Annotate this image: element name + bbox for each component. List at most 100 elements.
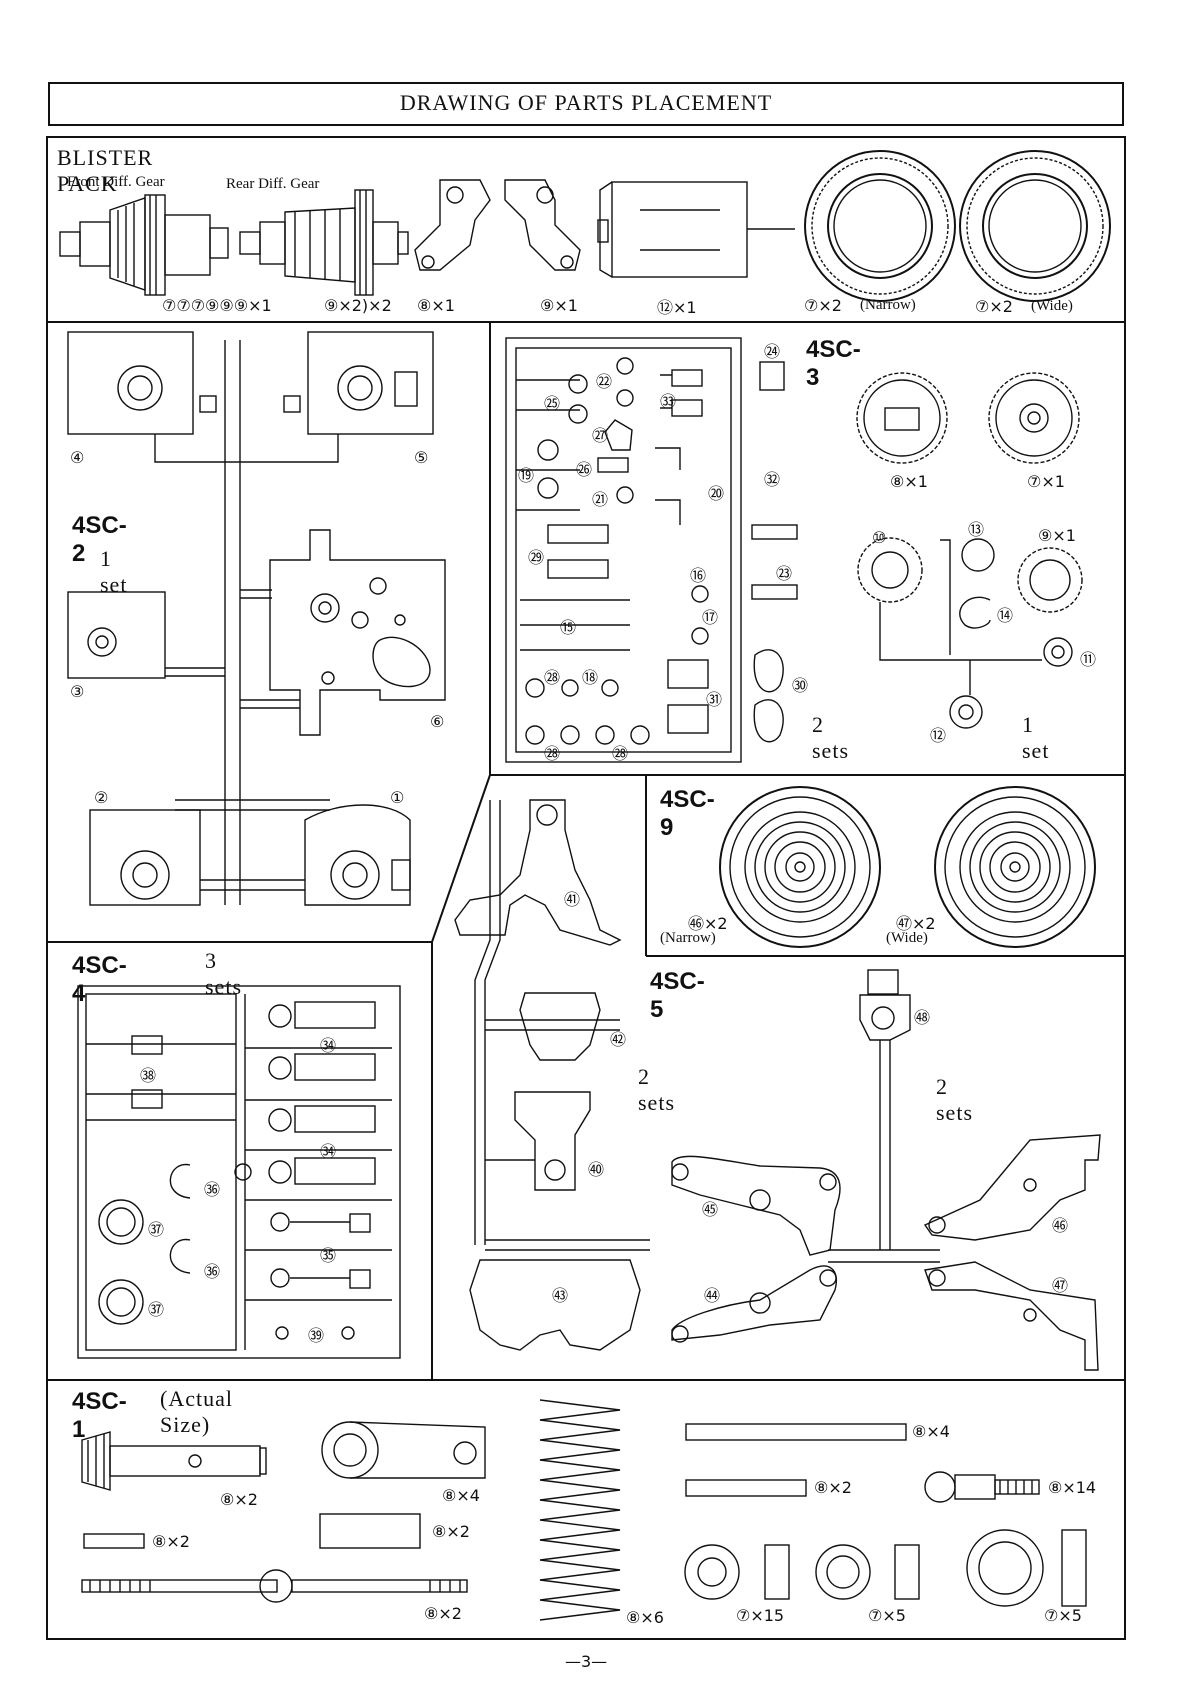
sc3-num-28b: ㉘ <box>544 744 561 763</box>
sc5-num-40: ㊵ <box>588 1160 605 1179</box>
sc2-num-4: ④ <box>70 448 85 467</box>
sc1-p87: ⑧×6 <box>626 1608 664 1627</box>
sc3-num-13: ⑬ <box>968 520 985 539</box>
sc3-num-23: ㉓ <box>776 564 793 583</box>
sc1-p78: ⑦×5 <box>1044 1606 1082 1625</box>
tire-74-drawing <box>959 150 1111 302</box>
sc3-num-33: ㉝ <box>660 392 677 411</box>
sc3-num-10: ⑩ <box>872 528 887 547</box>
sc5-num-43: ㊸ <box>552 1286 569 1305</box>
sc1-p84: ⑧×2 <box>814 1478 852 1497</box>
part-90-label: ⑨×1 <box>540 296 578 315</box>
sc2-num-2: ② <box>94 788 109 807</box>
page-number: —3— <box>565 1652 608 1671</box>
sc3-num-31: ㉛ <box>706 690 723 709</box>
sc1-p88: ⑧×14 <box>1048 1478 1097 1497</box>
sc3-num-18: ⑱ <box>582 668 599 687</box>
sc5-num-48: ㊽ <box>914 1008 931 1027</box>
knuckle-90-drawing <box>504 179 581 271</box>
sc5-num-41: ㊶ <box>564 890 581 909</box>
sc1-p79: ⑦×5 <box>868 1606 906 1625</box>
part-74-label: ⑦×2 <box>975 297 1013 316</box>
sc5-num-47: ㊼ <box>1052 1276 1069 1295</box>
sc3-sprue-drawing <box>505 337 1083 763</box>
sc3-num-27: ㉗ <box>592 426 609 445</box>
sc1-title: 4SC-1 <box>72 1388 127 1443</box>
sc3-num-28a: ㉘ <box>544 668 561 687</box>
sc4-sprue-drawing <box>77 985 401 1359</box>
sc4-num-34b: ㉞ <box>320 1142 337 1161</box>
sc9-p67-note: (Wide) <box>886 930 928 946</box>
sc3-num-28c: ㉘ <box>612 744 629 763</box>
sc4-num-36a: ㊱ <box>204 1180 221 1199</box>
sc5-num-45: ㊺ <box>702 1200 719 1219</box>
part-121-label: ⑫×1 <box>657 298 697 317</box>
sc3-p7: ⑦×1 <box>1027 472 1065 491</box>
blister-pack-title: BLISTER PACK <box>57 145 154 196</box>
knuckle-89-drawing <box>414 179 491 271</box>
sc1-p85: ⑧×4 <box>912 1422 950 1441</box>
sc1-p77: ⑦×15 <box>736 1606 785 1625</box>
sc2-num-3: ③ <box>70 682 85 701</box>
sc1-parts-drawing <box>81 1399 1087 1621</box>
part-89-label: ⑧×1 <box>417 296 455 315</box>
sc4-num-34a: ㉞ <box>320 1036 337 1055</box>
diff-parts-label-a: ⑦⑦⑦⑨⑨⑨×1 <box>162 296 272 315</box>
sc3-num-30: ㉚ <box>792 676 809 695</box>
parts-frame <box>46 136 1126 1640</box>
sc9-title: 4SC-9 <box>660 786 715 841</box>
blister-drawings <box>59 150 1111 302</box>
sc2-sets: 1 set <box>100 546 128 597</box>
sc3-num-11: ⑪ <box>1080 650 1097 669</box>
sc5-title: 4SC-5 <box>650 968 705 1023</box>
sc2-num-6: ⑥ <box>430 712 445 731</box>
sc4-num-38: ㊳ <box>140 1066 157 1085</box>
sc2-num-1: ① <box>390 788 405 807</box>
sc3-num-19: ⑲ <box>518 466 535 485</box>
sc1-p80: ⑧×2 <box>220 1490 258 1509</box>
sc3-sets-right: 1 set <box>1022 712 1050 763</box>
part-73-label: ⑦×2 <box>804 296 842 315</box>
sc3-title: 4SC-3 <box>806 336 861 391</box>
sc3-num-22: ㉒ <box>596 372 613 391</box>
rear-diff-label: Rear Diff. Gear <box>226 176 320 192</box>
sc9-p66: ㊻×2 <box>688 914 728 933</box>
sc2-title: 4SC-2 <box>72 512 127 567</box>
sc4-title: 4SC-4 <box>72 952 127 1007</box>
sc3-num-32: ㉜ <box>764 470 781 489</box>
sc4-num-36b: ㊱ <box>204 1262 221 1281</box>
sc3-p9: ⑨×1 <box>1038 526 1076 545</box>
sc3-num-25: ㉕ <box>544 394 561 413</box>
motor-121-drawing <box>597 181 795 278</box>
sc4-num-35: ㉟ <box>320 1246 337 1265</box>
sc3-p8: ⑧×1 <box>890 472 928 491</box>
sc2-sprue-drawing <box>67 331 446 906</box>
sc3-num-26: ㉖ <box>576 460 593 479</box>
sc9-p67: ㊼×2 <box>896 914 936 933</box>
sc9-wheels-drawing <box>719 786 1096 948</box>
sc3-num-12: ⑫ <box>930 726 947 745</box>
sc3-num-15: ⑮ <box>560 618 577 637</box>
sc3-num-14: ⑭ <box>997 606 1014 625</box>
sc5-sets-left: 2 sets <box>638 1064 675 1115</box>
sc1-p83: ⑧×2 <box>432 1522 470 1541</box>
wheel-66-drawing <box>719 786 881 948</box>
sc3-num-17: ⑰ <box>702 608 719 627</box>
sc4-num-37a: ㊲ <box>148 1220 165 1239</box>
sc4-num-37b: ㊲ <box>148 1300 165 1319</box>
sc5-num-46: ㊻ <box>1052 1216 1069 1235</box>
part-74-note: (Wide) <box>1031 298 1073 314</box>
sc5-num-44: ㊹ <box>704 1286 721 1305</box>
sc1-subtitle: (Actual Size) <box>160 1386 233 1437</box>
wheel-67-drawing <box>934 786 1096 948</box>
sc3-num-16: ⑯ <box>690 566 707 585</box>
sc9-p66-note: (Narrow) <box>660 930 716 946</box>
sc1-p81: ⑧×4 <box>442 1486 480 1505</box>
sc3-num-24: ㉔ <box>764 342 781 361</box>
sc3-sets-left: 2 sets <box>812 712 849 763</box>
sc3-num-21: ㉑ <box>592 490 609 509</box>
page-title: DRAWING OF PARTS PLACEMENT <box>399 90 773 115</box>
part-73-note: (Narrow) <box>860 297 916 313</box>
sc3-num-20: ⑳ <box>708 484 725 503</box>
